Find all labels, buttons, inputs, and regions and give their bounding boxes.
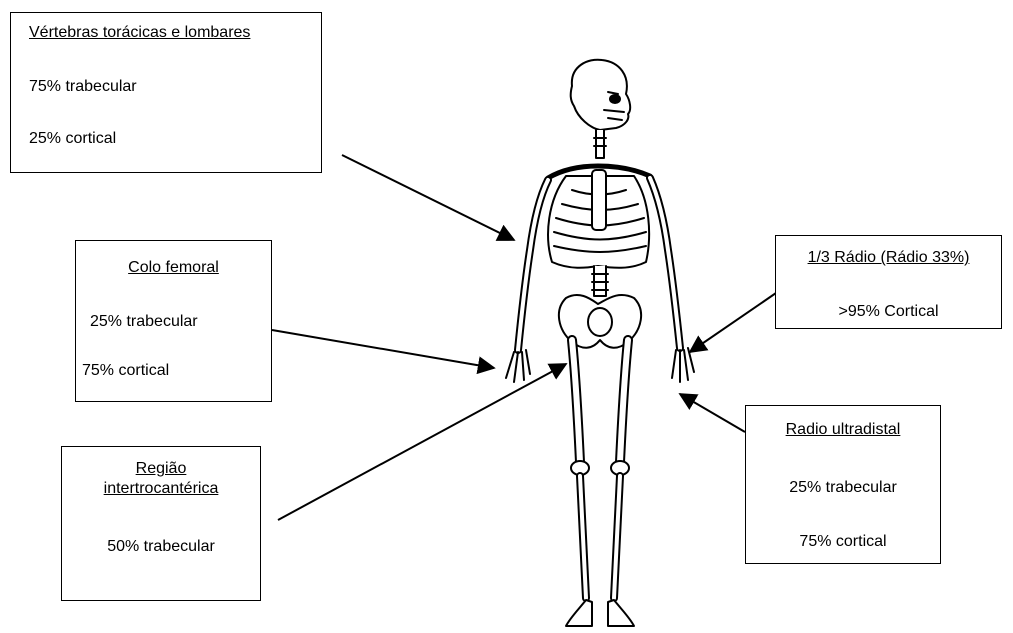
box-radio-ultradistal-trabecular: 25% trabecular <box>746 478 940 498</box>
human-skeleton-icon <box>506 60 694 626</box>
arrow-radio-33 <box>690 293 776 352</box>
box-radio-33: 1/3 Rádio (Rádio 33%) >95% Cortical <box>775 235 1002 329</box>
arrow-colo-femoral <box>272 330 494 368</box>
arrow-radio-ultradistal <box>680 394 745 432</box>
box-intertrocanterica: Região intertrocantérica 50% trabecular <box>61 446 261 601</box>
box-vertebras-trabecular: 75% trabecular <box>29 77 137 97</box>
box-vertebras: Vértebras torácicas e lombares 75% trabe… <box>10 12 322 173</box>
box-colo-femoral: Colo femoral 25% trabecular 75% cortical <box>75 240 272 402</box>
box-colo-femoral-trabecular: 25% trabecular <box>90 312 198 332</box>
box-intertrocanterica-trabecular: 50% trabecular <box>62 537 260 557</box>
box-colo-femoral-cortical: 75% cortical <box>82 361 169 381</box>
box-radio-ultradistal-cortical: 75% cortical <box>746 532 940 552</box>
box-radio-33-title: 1/3 Rádio (Rádio 33%) <box>776 248 1001 268</box>
box-intertrocanterica-title-line1: Região <box>62 459 260 479</box>
box-intertrocanterica-title-line2: intertrocantérica <box>62 479 260 499</box>
box-radio-ultradistal-title: Radio ultradistal <box>746 420 940 440</box>
box-radio-33-cortical: >95% Cortical <box>776 302 1001 322</box>
arrow-intertrocanterica <box>278 364 566 520</box>
arrow-vertebras <box>342 155 514 240</box>
box-radio-ultradistal: Radio ultradistal 25% trabecular 75% cor… <box>745 405 941 564</box>
box-vertebras-title: Vértebras torácicas e lombares <box>29 23 321 43</box>
box-colo-femoral-title: Colo femoral <box>76 258 271 278</box>
box-vertebras-cortical: 25% cortical <box>29 129 116 149</box>
box-intertrocanterica-title: Região intertrocantérica <box>62 459 260 499</box>
